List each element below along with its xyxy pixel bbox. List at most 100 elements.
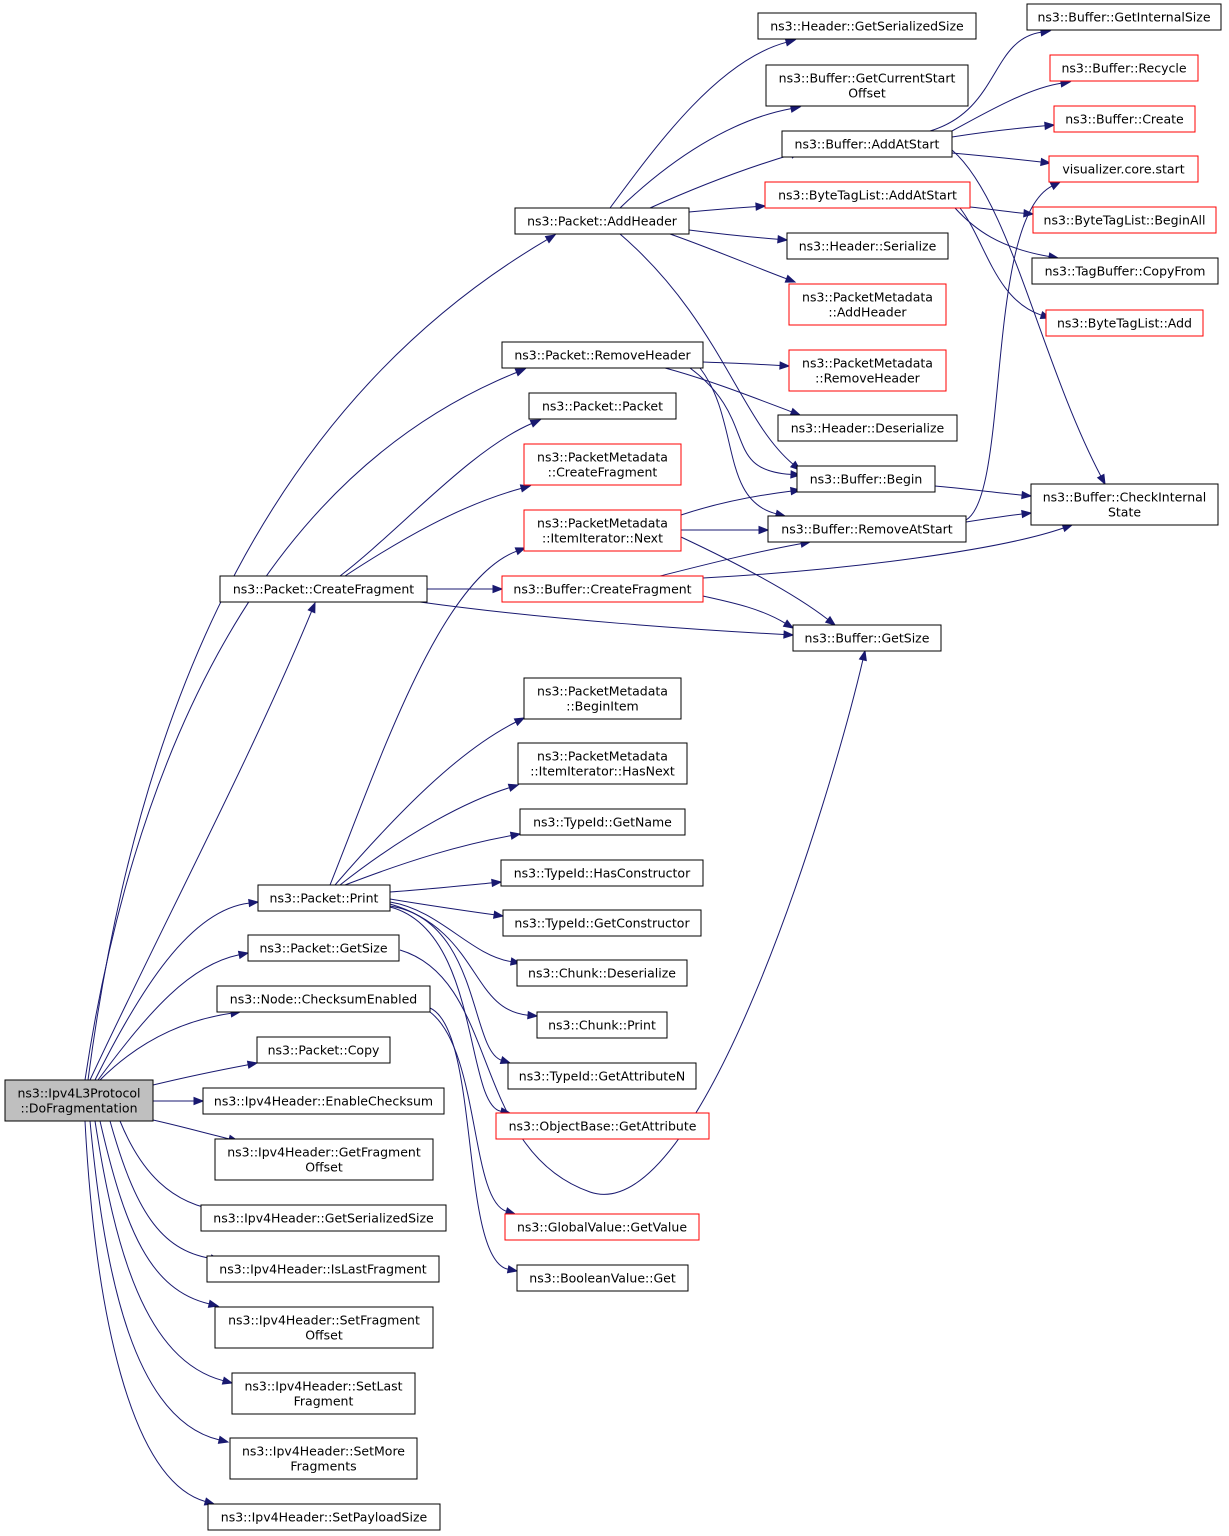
node-tid-getname[interactable]: ns3::TypeId::GetName	[519, 808, 686, 836]
node-pkt-getsize[interactable]: ns3::Packet::GetSize	[247, 934, 400, 962]
node-chunk-deser[interactable]: ns3::Chunk::Deserialize	[516, 959, 688, 987]
arrowhead	[519, 484, 532, 493]
edge-pkt_print-to-tid_getctor	[389, 898, 505, 919]
arrowhead	[544, 234, 557, 244]
node-btl-beginall[interactable]: ns3::ByteTagList::BeginAll	[1032, 206, 1217, 234]
arrowhead	[1040, 157, 1052, 167]
node-box	[516, 1264, 689, 1292]
node-pkt-addheader[interactable]: ns3::Packet::AddHeader	[514, 207, 690, 235]
node-chunk-print[interactable]: ns3::Chunk::Print	[536, 1011, 668, 1039]
node-tid-getctor[interactable]: ns3::TypeId::GetConstructor	[502, 909, 702, 937]
node-label: ns3::Buffer::AddAtStart	[795, 137, 940, 152]
node-pm-iinext[interactable]: ns3::PacketMetadata::ItemIterator::Next	[523, 509, 682, 552]
node-box	[764, 181, 971, 209]
node-box	[781, 130, 953, 158]
node-tid-getattrn[interactable]: ns3::TypeId::GetAttributeN	[507, 1062, 697, 1090]
node-box	[231, 1372, 416, 1415]
node-box	[1030, 483, 1219, 526]
node-ipv4-getsersize[interactable]: ns3::Ipv4Header::GetSerializedSize	[200, 1204, 447, 1232]
node-buf-begin[interactable]: ns3::Buffer::Begin	[796, 465, 936, 493]
node-box	[504, 1213, 700, 1241]
node-gv-getvalue[interactable]: ns3::GlobalValue::GetValue	[504, 1213, 700, 1241]
edge-pkt_print-to-pm_iihasnext	[339, 783, 520, 886]
node-box	[1048, 155, 1199, 183]
node-box	[786, 232, 949, 260]
node-box	[767, 515, 967, 543]
node-btl-add[interactable]: ns3::ByteTagList::Add	[1045, 309, 1204, 337]
node-box	[788, 283, 947, 326]
node-label: ns3::PacketMetadata	[537, 684, 668, 699]
node-hdr-serialize[interactable]: ns3::Header::Serialize	[786, 232, 949, 260]
edge-pkt_print-to-tid_getattrn	[389, 905, 512, 1065]
node-hdr-deserialize[interactable]: ns3::Header::Deserialize	[777, 414, 958, 442]
edge-pm_iinext-to-buf_getsize	[680, 536, 837, 626]
node-pm-removeheader[interactable]: ns3::PacketMetadata::RemoveHeader	[788, 349, 947, 392]
node-ipv4-setpayload[interactable]: ns3::Ipv4Header::SetPayloadSize	[207, 1503, 441, 1531]
node-label: State	[1108, 505, 1141, 520]
node-hdr-getsersize[interactable]: ns3::Header::GetSerializedSize	[757, 12, 977, 40]
node-pkt-print[interactable]: ns3::Packet::Print	[257, 884, 391, 912]
node-ob-getattr[interactable]: ns3::ObjectBase::GetAttribute	[495, 1112, 710, 1140]
node-ipv4-enablecksum[interactable]: ns3::Ipv4Header::EnableChecksum	[202, 1087, 445, 1115]
node-box	[757, 12, 977, 40]
node-pkt-copy[interactable]: ns3::Packet::Copy	[256, 1036, 391, 1064]
edge-buf_removeatstart-to-buf_checkinternal	[965, 509, 1033, 523]
node-bv-get[interactable]: ns3::BooleanValue::Get	[516, 1264, 689, 1292]
edge-buf_addatstart-to-buf_create	[951, 121, 1056, 138]
edge-pkt_createfrag-to-buf_createfrag	[427, 584, 504, 594]
edge-pkt_getsize-to-buf_getsize	[399, 649, 867, 1195]
node-pkt-createfrag[interactable]: ns3::Packet::CreateFragment	[219, 575, 428, 603]
arrowhead	[207, 1299, 220, 1308]
node-vis-start[interactable]: visualizer.core.start	[1048, 155, 1199, 183]
node-box	[536, 1011, 668, 1039]
edge-buf_addatstart-to-buf_recycle	[951, 79, 1072, 132]
node-tagbuf-copyfrom[interactable]: ns3::TagBuffer::CopyFrom	[1031, 257, 1219, 285]
node-buf-getsize[interactable]: ns3::Buffer::GetSize	[792, 624, 942, 652]
node-label: ns3::Buffer::RemoveAtStart	[781, 522, 953, 537]
node-buf-createfrag[interactable]: ns3::Buffer::CreateFragment	[501, 575, 704, 603]
arrowhead	[307, 601, 316, 614]
node-pm-createfrag[interactable]: ns3::PacketMetadata::CreateFragment	[523, 443, 682, 486]
node-label: ns3::PacketMetadata	[802, 356, 933, 371]
node-node-cksum[interactable]: ns3::Node::ChecksumEnabled	[216, 985, 431, 1013]
node-label: visualizer.core.start	[1062, 162, 1184, 177]
node-box	[257, 884, 391, 912]
node-box	[523, 677, 682, 720]
node-buf-recycle[interactable]: ns3::Buffer::Recycle	[1049, 54, 1199, 82]
node-buf-addatstart[interactable]: ns3::Buffer::AddAtStart	[781, 130, 953, 158]
edge-buf_createfrag-to-buf_getsize	[702, 595, 795, 629]
node-label: ns3::TypeId::GetName	[533, 815, 672, 830]
arrowhead	[493, 910, 505, 919]
node-buf-removeatstart[interactable]: ns3::Buffer::RemoveAtStart	[767, 515, 967, 543]
node-label: ns3::Buffer::CreateFragment	[513, 582, 691, 597]
node-tid-hasctor[interactable]: ns3::TypeId::HasConstructor	[500, 859, 704, 887]
node-buf-getinternalsize[interactable]: ns3::Buffer::GetInternalSize	[1026, 3, 1222, 31]
node-label: ns3::Buffer::Begin	[810, 472, 923, 487]
node-label: ns3::TagBuffer::CopyFrom	[1045, 264, 1206, 279]
node-box	[229, 1437, 418, 1480]
node-pm-iihasnext[interactable]: ns3::PacketMetadata::ItemIterator::HasNe…	[517, 742, 688, 785]
node-pkt-packet[interactable]: ns3::Packet::Packet	[528, 392, 677, 420]
node-btl-addatstart[interactable]: ns3::ByteTagList::AddAtStart	[764, 181, 971, 209]
node-label: ns3::Chunk::Print	[548, 1018, 656, 1033]
node-label: ns3::Buffer::Create	[1065, 112, 1184, 127]
node-pkt-removeheader[interactable]: ns3::Packet::RemoveHeader	[501, 341, 704, 369]
node-box	[528, 392, 677, 420]
node-pm-addheader[interactable]: ns3::PacketMetadata::AddHeader	[788, 283, 947, 326]
node-ipv4-islastfrag[interactable]: ns3::Ipv4Header::IsLastFragment	[206, 1255, 440, 1283]
node-label: ns3::PacketMetadata	[537, 749, 668, 764]
edge-root-to-pkt_copy	[152, 1060, 259, 1086]
node-root[interactable]: ns3::Ipv4L3Protocol::DoFragmentation	[4, 1079, 154, 1122]
node-pm-beginitem[interactable]: ns3::PacketMetadata::BeginItem	[523, 677, 682, 720]
node-box	[219, 575, 428, 603]
node-buf-create[interactable]: ns3::Buffer::Create	[1053, 105, 1196, 133]
node-label: ns3::Packet::Print	[270, 891, 379, 906]
edge-pkt_createfrag-to-buf_getsize	[419, 601, 795, 639]
node-box	[777, 414, 958, 442]
